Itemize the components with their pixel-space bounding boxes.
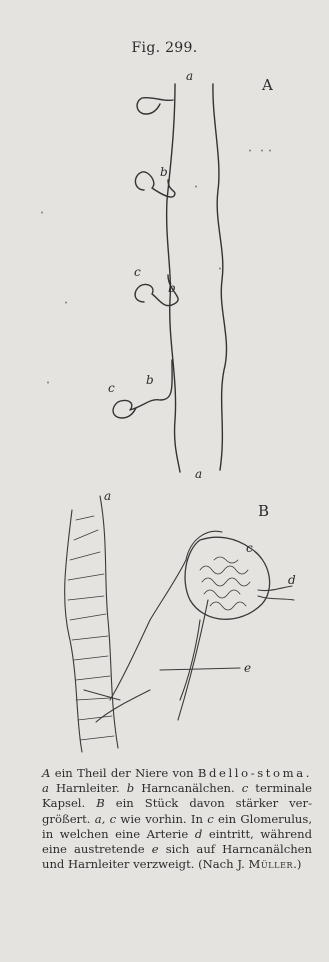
label-b-2: b (168, 281, 176, 295)
ureter-b-hatching (68, 516, 114, 740)
vessel-e (84, 620, 240, 722)
anatomical-illustration: a A b c b c b a a B c d e (0, 0, 329, 760)
ureter-dots (42, 150, 270, 383)
label-b-1: b (160, 165, 168, 179)
ureter-right-wall (213, 84, 227, 470)
label-c-3: c (108, 381, 115, 395)
artery-d (258, 586, 294, 600)
label-a-top: a (186, 69, 193, 83)
capsule-b (185, 537, 270, 619)
tubule-b (110, 560, 208, 720)
label-b-c: c (246, 541, 253, 555)
panel-label-a: A (261, 76, 273, 94)
figure-caption: A ein Theil der Niere von Bdello-stoma. … (42, 766, 312, 872)
label-b-d: d (288, 573, 296, 587)
label-a-bottom: a (195, 467, 202, 481)
label-b-3: b (146, 373, 154, 387)
label-b-a: a (104, 489, 111, 503)
label-c-2: c (134, 265, 141, 279)
ureter-b-left (65, 510, 82, 752)
tubule-1 (137, 98, 173, 114)
label-b-e: e (244, 661, 251, 675)
ureter-b-right (100, 496, 118, 748)
panel-label-b: B (258, 502, 269, 520)
tubule-4 (113, 360, 172, 418)
capsule-neck (186, 531, 222, 560)
